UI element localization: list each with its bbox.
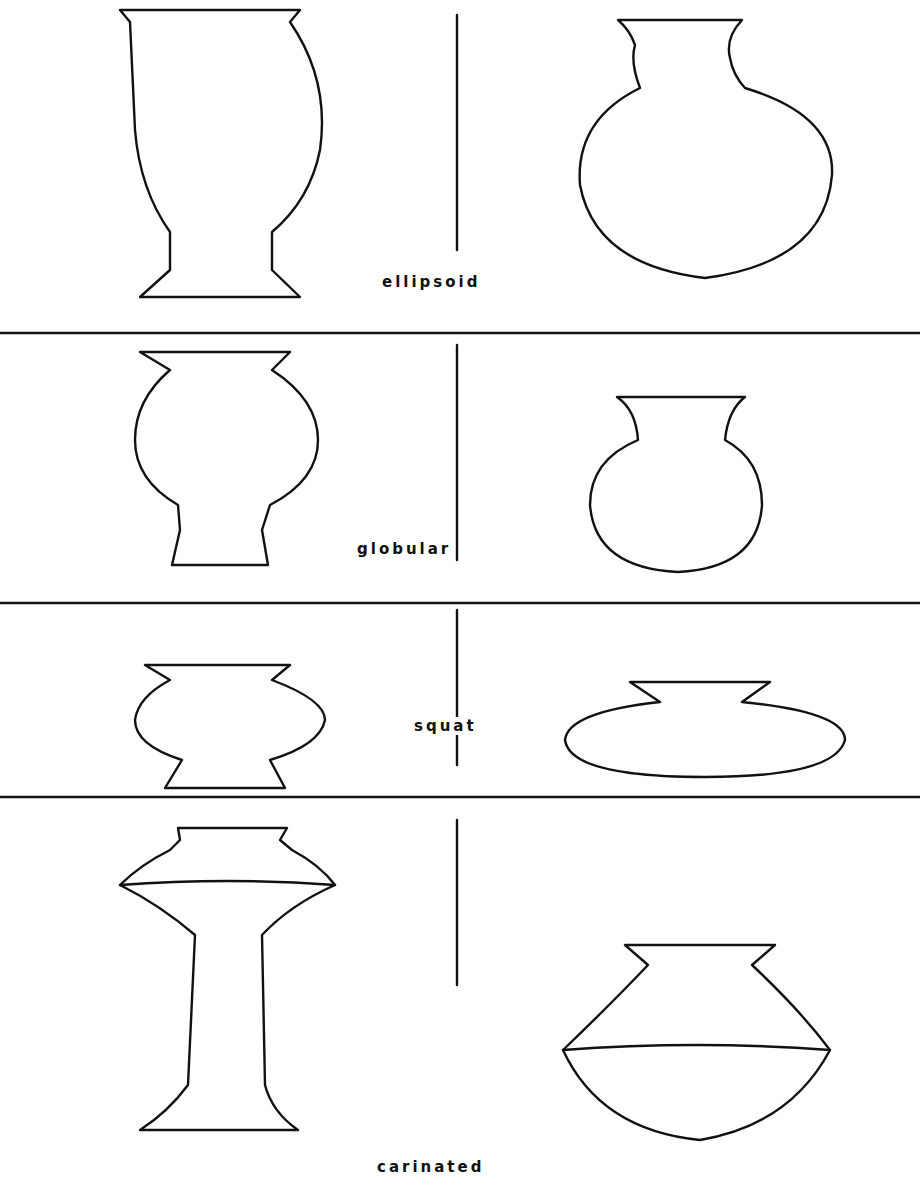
shape-label: ellipsoid	[380, 273, 482, 291]
row-separator	[0, 796, 920, 798]
vessel-outline	[590, 397, 762, 572]
shape-label: squat	[412, 717, 479, 735]
column-divider	[456, 15, 458, 250]
shape-label: globular	[355, 540, 453, 558]
carination-line	[120, 881, 335, 885]
vessel-outline	[563, 945, 830, 1140]
vessel-outline	[120, 828, 335, 1130]
column-divider	[456, 345, 458, 560]
column-divider	[456, 610, 458, 765]
vessel-outline	[565, 682, 845, 777]
row-separator	[0, 332, 920, 334]
vessel-outline	[135, 352, 318, 565]
column-divider	[456, 820, 458, 985]
carination-line	[563, 1045, 830, 1050]
row-separator	[0, 602, 920, 604]
vessel-outline	[135, 665, 325, 788]
shape-label: carinated	[375, 1158, 486, 1176]
vessel-outline	[580, 20, 832, 278]
vessel-outline	[120, 10, 322, 297]
